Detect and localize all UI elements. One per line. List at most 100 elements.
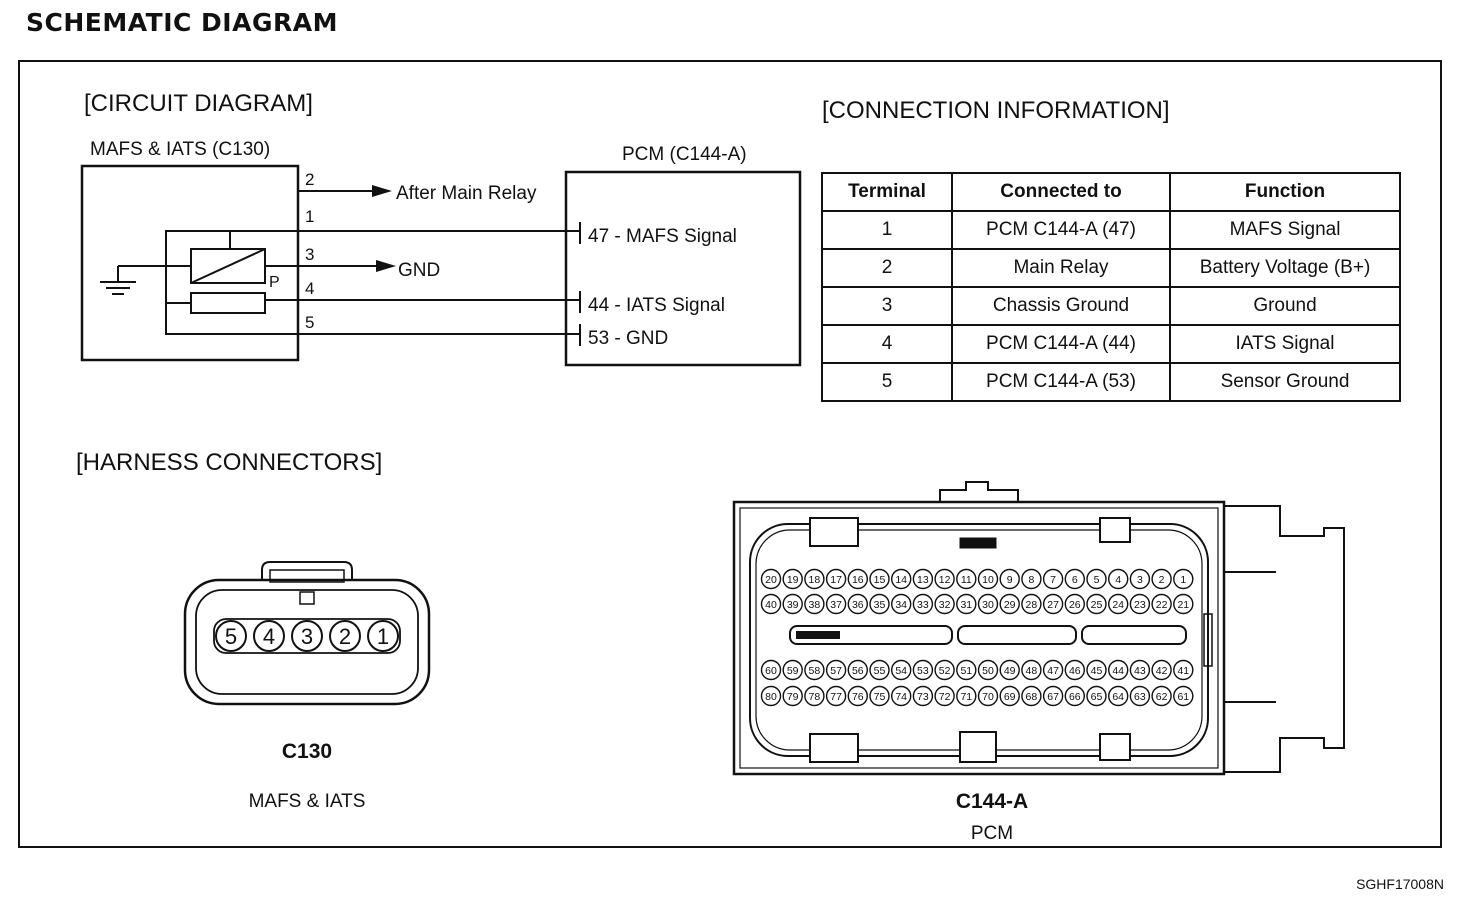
mafs-connector-label: MAFS & IATS (C130) xyxy=(90,139,270,160)
c144a-key xyxy=(1203,613,1213,667)
connector-pin: 1 xyxy=(1173,568,1194,590)
connector-pin: 65 xyxy=(1086,685,1107,707)
connector-pin: 18 xyxy=(804,568,825,590)
c144a-latch xyxy=(1099,517,1131,543)
connector-pin: 62 xyxy=(1151,685,1172,707)
pin-number: 74 xyxy=(895,691,907,703)
table-row: 1 PCM C144-A (47) MAFS Signal xyxy=(821,210,1401,250)
connector-pin: 42 xyxy=(1151,659,1172,681)
pin-number: 78 xyxy=(809,691,821,703)
header-function: Function xyxy=(1169,172,1401,212)
pin-number: 62 xyxy=(1156,691,1168,703)
connector-pin: 25 xyxy=(1086,593,1107,615)
table-cell: Main Relay xyxy=(951,248,1171,288)
connector-pin: 75 xyxy=(869,685,890,707)
c130-latch xyxy=(261,561,353,580)
pcm-box xyxy=(564,170,802,367)
pin-number: 23 xyxy=(1134,599,1146,611)
connector-pin: 14 xyxy=(890,568,912,590)
pin-number: 1 xyxy=(1180,574,1186,586)
header-terminal: Terminal xyxy=(821,172,953,212)
c144a-slot xyxy=(789,625,953,645)
c144a-latch xyxy=(1099,733,1131,761)
connector-pin: 7 xyxy=(1042,568,1064,590)
c144a-name: C144-A xyxy=(956,790,1028,813)
pin-number: 3 xyxy=(301,624,313,649)
pin-number: 31 xyxy=(960,599,972,611)
pin-number: 1 xyxy=(377,624,389,649)
connector-pin: 31 xyxy=(956,593,977,615)
connector-pin: 79 xyxy=(782,685,803,707)
connector-pin: 72 xyxy=(934,685,955,707)
connector-pin: 68 xyxy=(1021,685,1042,707)
table-cell: Battery Voltage (B+) xyxy=(1169,248,1401,288)
connector-pin: 3 xyxy=(291,620,323,652)
table-row: 5 PCM C144-A (53) Sensor Ground xyxy=(821,362,1401,402)
pin-number: 12 xyxy=(939,574,951,586)
pin-number: 49 xyxy=(1004,665,1016,677)
pin-number: 14 xyxy=(895,574,907,586)
connector-pin: 34 xyxy=(890,593,912,615)
pin-number: 69 xyxy=(1004,691,1016,703)
connector-pin: 15 xyxy=(869,568,890,590)
arrow-icon xyxy=(376,260,396,272)
c144a-desc: PCM xyxy=(971,823,1013,844)
table-row: 2 Main Relay Battery Voltage (B+) xyxy=(821,248,1401,288)
connector-pin: 37 xyxy=(825,593,847,615)
pin-number: 58 xyxy=(809,665,821,677)
page-title: SCHEMATIC DIAGRAM xyxy=(26,8,338,37)
pin-number: 76 xyxy=(852,691,864,703)
connector-pin: 64 xyxy=(1108,685,1129,707)
pin-number: 80 xyxy=(765,691,777,703)
connector-pin: 78 xyxy=(804,685,825,707)
connector-pin: 29 xyxy=(999,593,1020,615)
pin-number: 55 xyxy=(874,665,886,677)
c144a-body-inner xyxy=(739,507,1219,769)
connector-pin: 61 xyxy=(1173,685,1194,707)
c130-desc: MAFS & IATS xyxy=(249,791,366,812)
sensor-diagonal xyxy=(190,248,266,284)
c144a-shell-inner xyxy=(755,529,1203,751)
pin-number: 4 xyxy=(1115,574,1121,586)
document-code: SGHF17008N xyxy=(1356,876,1444,892)
connector-pin: 38 xyxy=(804,593,825,615)
pin-number: 42 xyxy=(1156,665,1168,677)
connector-pin: 4 xyxy=(1108,568,1129,590)
pcm-connector-label: PCM (C144-A) xyxy=(622,144,747,165)
pin-number: 24 xyxy=(1112,599,1124,611)
pin-number: 75 xyxy=(874,691,886,703)
pin-number: 51 xyxy=(960,665,972,677)
table-cell: IATS Signal xyxy=(1169,324,1401,364)
connection-info-title: [CONNECTION INFORMATION] xyxy=(822,97,1170,124)
c144a-shell xyxy=(749,523,1209,757)
connector-pin: 49 xyxy=(999,659,1020,681)
connector-pin: 57 xyxy=(825,659,847,681)
table-cell: PCM C144-A (53) xyxy=(951,362,1171,402)
connector-pin: 35 xyxy=(869,593,890,615)
pin-number: 50 xyxy=(982,665,994,677)
connector-pin: 6 xyxy=(1064,568,1085,590)
ground-icon xyxy=(100,281,136,295)
table-row: 4 PCM C144-A (44) IATS Signal xyxy=(821,324,1401,364)
table-cell: MAFS Signal xyxy=(1169,210,1401,250)
pin-number: 13 xyxy=(917,574,929,586)
connector-pin: 11 xyxy=(956,568,977,590)
circuit-diagram-title: [CIRCUIT DIAGRAM] xyxy=(84,90,313,117)
pin-number: 16 xyxy=(852,574,864,586)
connector-pin: 4 xyxy=(253,620,285,652)
connector-pin: 8 xyxy=(1021,568,1042,590)
pin-number: 8 xyxy=(1028,574,1034,586)
connector-pin: 70 xyxy=(977,685,999,707)
table-cell: Chassis Ground xyxy=(951,286,1171,326)
connector-pin: 76 xyxy=(847,685,869,707)
connector-pin: 26 xyxy=(1064,593,1085,615)
pin-number: 10 xyxy=(982,574,994,586)
pin-number: 28 xyxy=(1026,599,1038,611)
pin-label: 4 xyxy=(305,279,314,298)
c144a-body xyxy=(732,500,1226,776)
connector-pin: 10 xyxy=(977,568,999,590)
connector-pin: 77 xyxy=(825,685,847,707)
c130-inner xyxy=(195,589,419,695)
